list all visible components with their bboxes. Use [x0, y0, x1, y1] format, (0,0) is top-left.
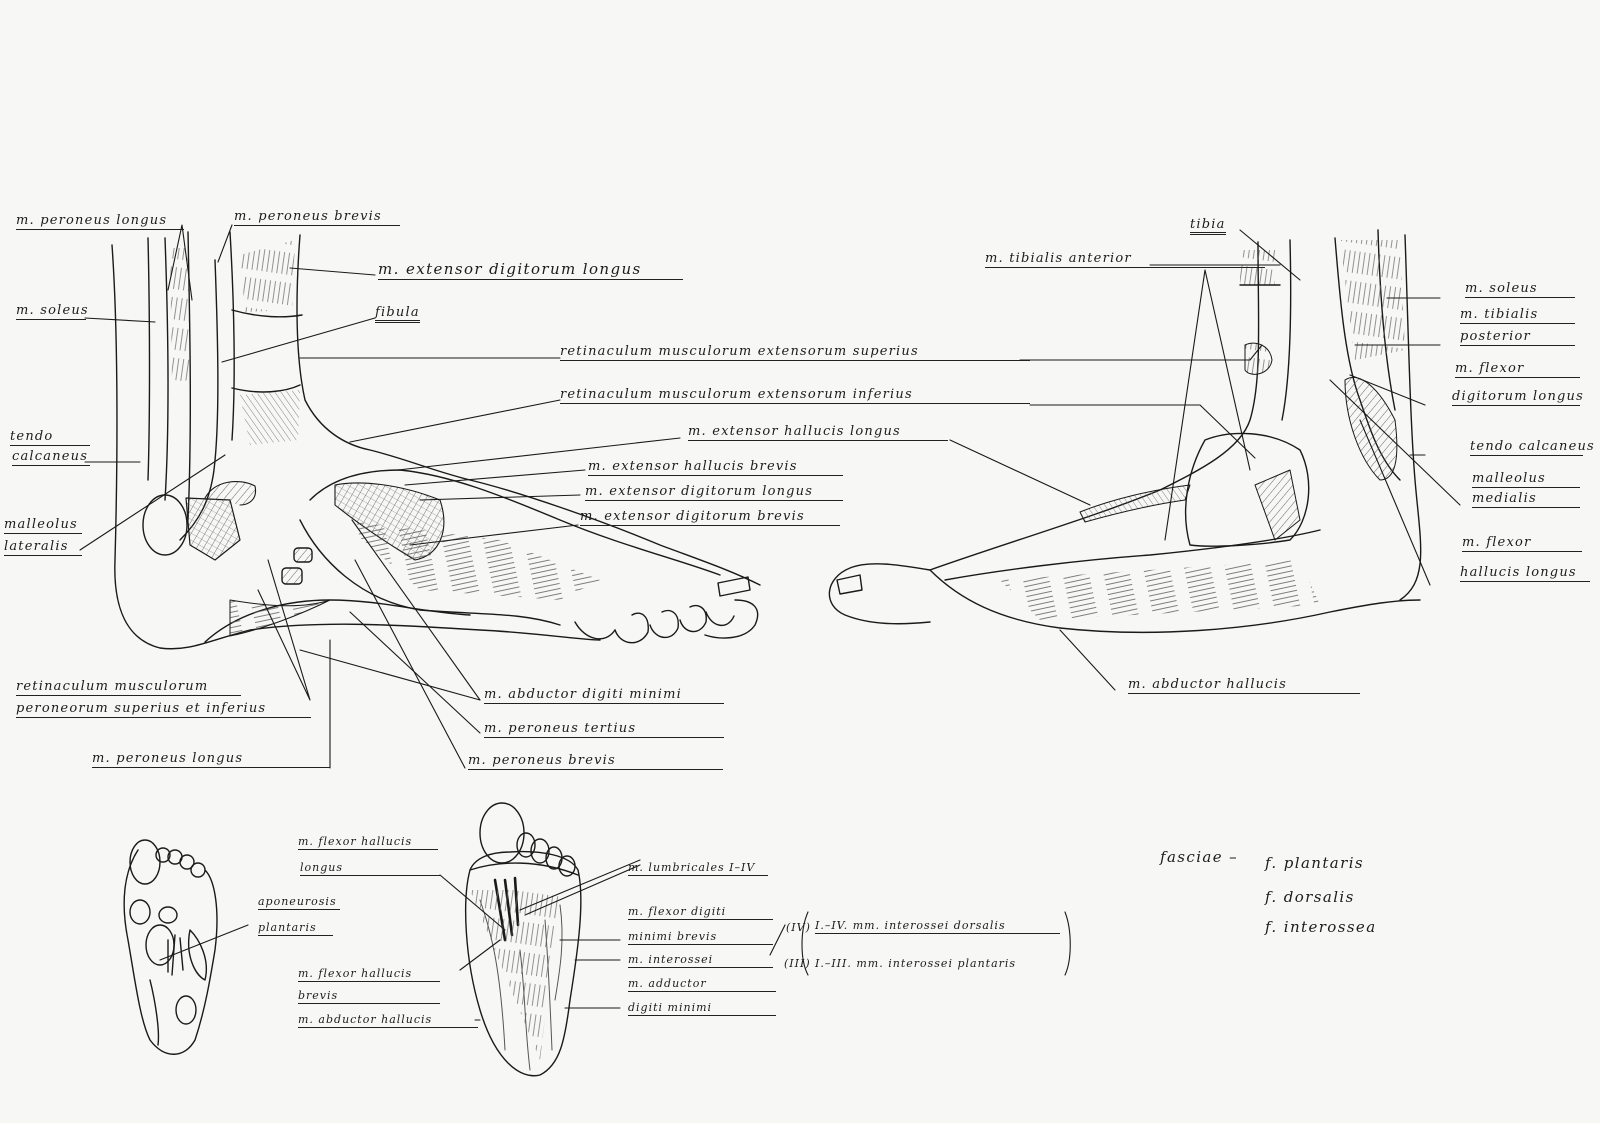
label-soleus: m. soleus — [16, 303, 89, 320]
label-aponeurosis-plantaris-2: plantaris — [258, 922, 333, 936]
label-malleolus-lateralis-2: lateralis — [4, 540, 82, 556]
plantar-aponeurosis-drawing — [123, 839, 218, 1055]
label-soleus-medial: m. soleus — [1465, 282, 1575, 298]
label-flexor-hallucis-longus-2: hallucis longus — [1460, 566, 1590, 582]
label-plantar-flexor-hallucis-longus-2: longus — [300, 862, 440, 876]
label-flexor-digitorum-longus-1: m. flexor — [1455, 362, 1580, 378]
label-fibula: fibula — [375, 306, 420, 323]
label-interossei-plantaris: I.–III. mm. interossei plantaris — [815, 957, 1017, 970]
label-extensor-digitorum-brevis: m. extensor digitorum brevis — [580, 510, 840, 526]
label-abductor-digiti-minimi: m. abductor digiti minimi — [484, 688, 724, 704]
label-calcaneus: calcaneus — [12, 449, 90, 466]
label-peroneus-tertius: m. peroneus tertius — [484, 722, 724, 738]
label-aponeurosis-plantaris-1: aponeurosis — [258, 896, 340, 910]
label-plantar-flexor-hallucis-brevis-2: brevis — [298, 990, 440, 1004]
label-interossei: m. interossei — [628, 954, 773, 968]
label-roman-iii: (III) — [784, 957, 811, 970]
label-lumbricales: m. lumbricales I–IV — [628, 862, 768, 876]
label-interossei-dorsalis: I.–IV. mm. interossei dorsalis — [815, 920, 1060, 934]
label-tibialis-posterior-2: posterior — [1460, 330, 1575, 346]
fascia-dorsalis: f. dorsalis — [1265, 888, 1355, 906]
label-extensor-hallucis-brevis: m. extensor hallucis brevis — [588, 460, 843, 476]
fascia-interossea: f. interossea — [1265, 918, 1377, 936]
label-plantar-abductor-hallucis: m. abductor hallucis — [298, 1014, 478, 1028]
medial-foot-drawing — [828, 229, 1422, 634]
label-retinaculum-ext-inferius: retinaculum musculorum extensorum inferi… — [560, 388, 1030, 404]
label-extensor-hallucis-longus: m. extensor hallucis longus — [688, 425, 948, 441]
label-malleolus-medialis-2: medialis — [1472, 492, 1580, 508]
label-flexor-digitorum-longus-2: digitorum longus — [1452, 389, 1584, 406]
label-plantar-flexor-hallucis-brevis-1: m. flexor hallucis — [298, 968, 440, 982]
label-plantar-flexor-hallucis-longus-1: m. flexor hallucis — [298, 836, 438, 850]
label-tendo: tendo — [10, 430, 90, 446]
label-peroneus-longus: m. peroneus longus — [16, 214, 184, 230]
fascia-plantaris: f. plantaris — [1265, 854, 1364, 872]
label-extensor-digitorum-longus-2: m. extensor digitorum longus — [585, 485, 843, 501]
label-peroneus-longus-2: m. peroneus longus — [92, 752, 330, 768]
label-peroneus-brevis-2: m. peroneus brevis — [468, 754, 723, 770]
label-flexor-hallucis-longus-1: m. flexor — [1462, 536, 1582, 552]
label-retinaculum-ext-superius: retinaculum musculorum extensorum superi… — [560, 345, 1030, 361]
label-tibialis-anterior: m. tibialis anterior — [985, 252, 1265, 268]
label-abductor-hallucis: m. abductor hallucis — [1128, 678, 1360, 694]
label-tibialis-posterior-1: m. tibialis — [1460, 308, 1575, 324]
label-adductor-digiti-minimi-2: digiti minimi — [628, 1002, 776, 1016]
label-tendo-calcaneus: tendo calcaneus — [1470, 439, 1595, 456]
label-retinaculum-peroneorum-1: retinaculum musculorum — [16, 680, 241, 696]
label-roman-iv: (IV) — [786, 921, 811, 934]
label-extensor-digitorum-longus: m. extensor digitorum longus — [378, 262, 683, 280]
label-malleolus-lateralis-1: malleolus — [4, 518, 82, 534]
label-tibia: tibia — [1190, 218, 1226, 235]
leader-lines — [79, 224, 1461, 1021]
lateral-foot-drawing — [111, 231, 761, 650]
label-adductor-digiti-minimi-1: m. adductor — [628, 978, 776, 992]
fasciae-heading: fasciae – — [1160, 848, 1239, 866]
label-flexor-digiti-minimi-brevis-2: minimi brevis — [628, 931, 773, 945]
plantar-muscles-drawing — [465, 802, 582, 1077]
label-malleolus-medialis-1: malleolus — [1472, 472, 1580, 488]
label-peroneus-brevis: m. peroneus brevis — [234, 210, 400, 226]
label-retinaculum-peroneorum-2: peroneorum superius et inferius — [16, 702, 311, 718]
label-flexor-digiti-minimi-brevis-1: m. flexor digiti — [628, 906, 773, 920]
